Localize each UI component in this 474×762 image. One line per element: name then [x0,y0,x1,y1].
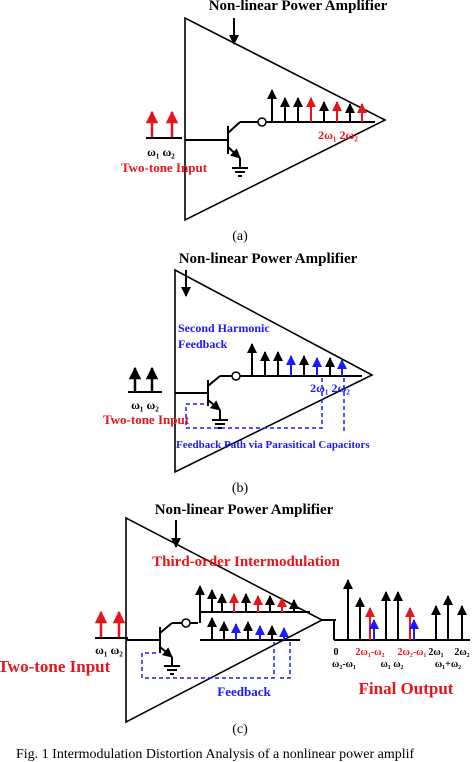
caption-a: (a) [232,229,248,244]
final-output-label: Final Output [359,679,454,698]
feedback-path-b [185,378,345,434]
transistor-symbol [185,117,272,177]
internal-spectrum-lower [200,617,300,641]
output-spectrum-b [247,343,362,377]
output-spectrum-a [267,89,375,123]
panel-c: Non-linear Power Amplifier Third-order I… [0,502,470,737]
transistor-symbol [126,618,198,675]
input-freq-label: ω₁ ω₂ [147,145,175,159]
figure-caption: Fig. 1 Intermodulation Distortion Analys… [16,747,414,762]
input-label: Two-tone Input [103,412,190,427]
imd-label: Third-order Intermodulation [152,554,340,570]
caption-c: (c) [232,722,248,737]
tick-label-w1-w2: ω₁ ω₂ [380,659,403,670]
panel-a-title: Non-linear Power Amplifier [209,0,388,14]
input-label: Two-tone Input [0,657,111,676]
feedback-label: Feedback [217,684,271,699]
tick-label-w2-w1: ω₂-ω₁ [332,659,356,670]
internal-spectrum-upper [195,585,310,623]
tick-label-2w1-w2: 2ω₁-ω₂ [356,647,385,658]
final-output-spectrum [333,579,470,641]
tick-label-2w1: 2ω₁ [428,647,443,658]
tick-label-2w2: 2ω₂ [454,647,469,658]
tick-label-2w2-w1: 2ω₂-ω₁ [398,647,427,658]
amplifier-triangle [125,516,324,724]
panel-b: Non-linear Power Amplifier Second Harmon… [103,251,374,496]
harmonic-label: 2ω₁ 2ω₂ [310,381,350,395]
feedback-label-line2: Feedback [178,337,228,351]
panel-b-title: Non-linear Power Amplifier [179,251,358,267]
input-freq-label: ω₁ ω₂ [95,643,123,657]
amplifier-triangle [184,16,387,222]
input-freq-label: ω₁ ω₂ [131,398,159,412]
caption-b: (b) [232,481,249,496]
input-tones [94,610,128,639]
input-tones [128,366,162,393]
input-label: Two-tone Input [121,160,208,175]
feedback-label-line1: Second Harmonic [178,321,270,335]
harmonic-label: 2ω₁ 2ω₂ [318,128,358,142]
input-tones [145,110,182,139]
spectrum-tick-labels: 0 2ω₁-ω₂ 2ω₂-ω₁ 2ω₁ 2ω₂ ω₂-ω₁ ω₁ ω₂ ω₁+ω… [332,647,470,670]
tick-label-zero: 0 [334,647,339,658]
panel-c-title: Non-linear Power Amplifier [155,502,334,518]
feedback-path-c [141,642,291,679]
feedback-path-label: Feedback Path via Parasitical Capacitors [176,439,370,451]
amplifier-triangle [174,268,374,474]
panel-a: Non-linear Power Amplifier ω₁ ω₂ Two-ton… [121,0,388,244]
tick-label-w1-plus-w2: ω₁+ω₂ [435,659,461,670]
